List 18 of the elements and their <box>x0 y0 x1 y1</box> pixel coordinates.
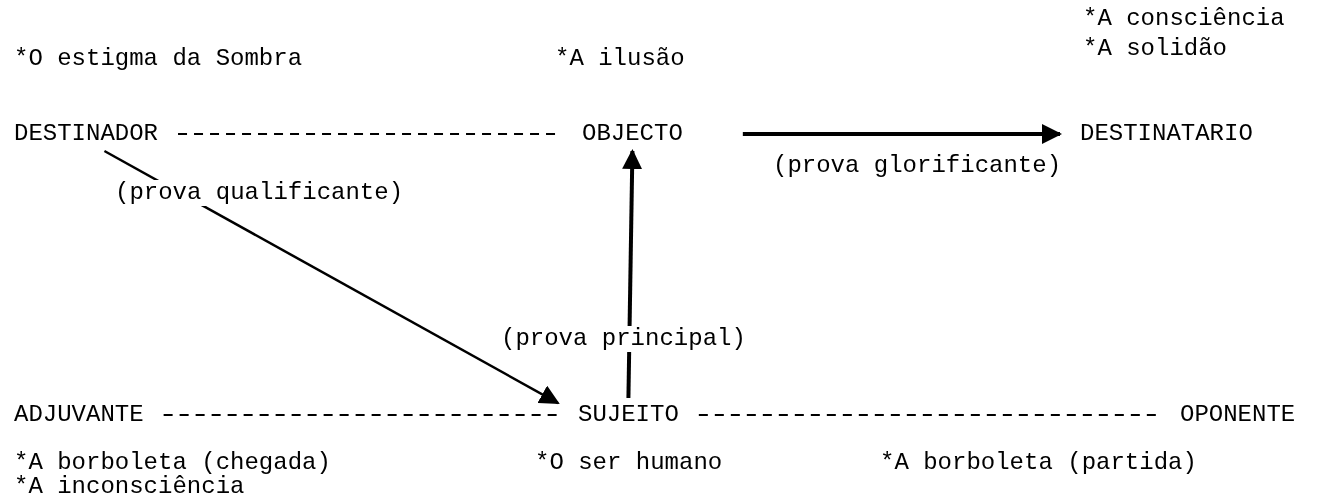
attribute-note: *A solidão <box>1083 36 1228 62</box>
arrow <box>742 124 1062 144</box>
actant-label: OPONENTE <box>1160 398 1316 432</box>
attribute-note: *O ser humano <box>535 450 723 476</box>
actant-label: DESTINADOR <box>0 117 179 151</box>
attribute-note: *A consciência <box>1083 6 1285 32</box>
actant-label: OBJECTO <box>562 117 703 151</box>
arrow <box>622 149 643 399</box>
attribute-note: *A borboleta (partida) <box>880 450 1197 476</box>
connector-line <box>162 414 559 416</box>
actant-label: DESTINATARIO <box>1060 117 1273 151</box>
actant-label: SUJEITO <box>558 398 699 432</box>
attribute-note: *A borboleta (chegada) <box>14 450 331 476</box>
attribute-note: *O estigma da Sombra <box>14 46 303 72</box>
attribute-note: *A ilusão <box>555 46 685 72</box>
attribute-note: *A inconsciência <box>14 474 245 497</box>
actant-label: ADJUVANTE <box>0 398 164 432</box>
arrow <box>103 149 560 405</box>
